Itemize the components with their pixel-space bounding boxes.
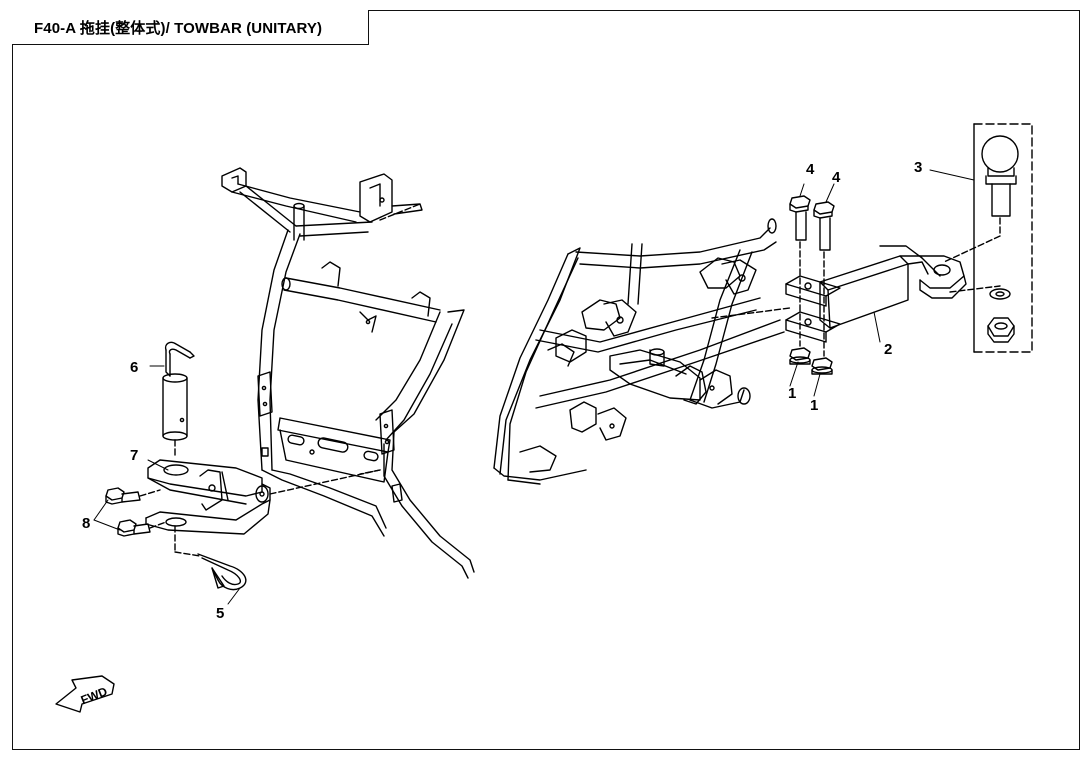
- callout-4b: 4: [832, 169, 841, 186]
- leader-lines: [93, 169, 975, 605]
- flange-bolt-4b: [813, 201, 835, 251]
- flange-bolt-8b: [117, 519, 151, 537]
- callout-1a: 1: [788, 385, 796, 402]
- flange-bolt-4a: [789, 195, 811, 241]
- callout-2: 2: [884, 341, 892, 358]
- drawing-frame: [12, 10, 1080, 750]
- callout-labels: 1 1 2 3 4 4 5 6 7 8 FWD: [79, 159, 923, 707]
- callout-5: 5: [216, 605, 224, 622]
- callout-7: 7: [130, 447, 138, 464]
- callout-1b: 1: [810, 397, 818, 414]
- hex-nut: [987, 317, 1015, 343]
- towbar-assembly: [785, 245, 967, 343]
- flange-nut-1a: [789, 347, 811, 365]
- page-title: F40-A 拖挂(整体式)/ TOWBAR (UNITARY): [34, 20, 323, 37]
- callout-8: 8: [82, 515, 90, 532]
- flange-bolt-8a: [105, 487, 141, 505]
- front-frame-structure: [221, 167, 475, 579]
- title-box: [12, 10, 369, 45]
- callout-6: 6: [130, 359, 138, 376]
- tow-ball: [981, 135, 1019, 217]
- hitch-plate: [145, 459, 271, 535]
- hitch-pin: [162, 341, 195, 441]
- tow-ball-kit-box: [973, 123, 1033, 353]
- hitch-pin-clip: [197, 553, 247, 591]
- callout-3: 3: [914, 159, 922, 176]
- callout-4a: 4: [806, 161, 815, 178]
- rear-frame-structure: [493, 218, 791, 485]
- lock-washer: [989, 288, 1011, 300]
- fwd-label: FWD: [79, 684, 110, 707]
- fwd-arrow-icon: [55, 675, 115, 713]
- flange-nut-1b: [811, 357, 833, 375]
